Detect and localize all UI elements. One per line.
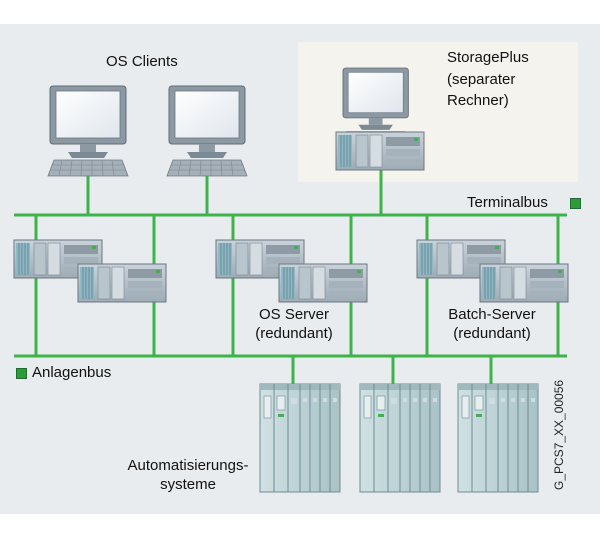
storageplus-label-line2: (separater: [447, 71, 516, 88]
terminalbus-label: Terminalbus: [467, 194, 548, 211]
storageplus-label-line3: Rechner): [447, 92, 509, 109]
plc-3-icon: [457, 383, 539, 493]
os-server-label-line1: OS Server: [258, 306, 330, 323]
anlagenbus-label: Anlagenbus: [32, 364, 112, 381]
plc-1-icon: [259, 383, 341, 493]
os-server-label-line2: (redundant): [255, 325, 333, 342]
batch-server-b-icon: [479, 263, 569, 303]
batch-server-label-line2: (redundant): [453, 325, 531, 342]
document-id-label: G_PCS7_XX_00056: [552, 379, 566, 490]
batch-server-label-line1: Batch-Server: [448, 306, 536, 323]
os-server-b-icon: [77, 263, 167, 303]
storageplus-label-line1: StoragePlus: [447, 49, 529, 66]
anlagenbus-marker-icon: [16, 368, 27, 379]
automation-label-line2: systeme: [160, 476, 216, 493]
plc-2-icon: [359, 383, 441, 493]
os-clients-label: OS Clients: [106, 53, 178, 70]
terminalbus-marker-icon: [570, 198, 581, 209]
os-client-2-icon: [166, 85, 248, 177]
os-client-1-icon: [47, 85, 129, 177]
os-server-d-icon: [278, 263, 368, 303]
automation-label-line1: Automatisierungs-: [127, 457, 249, 474]
storageplus-server-icon: [335, 131, 425, 171]
